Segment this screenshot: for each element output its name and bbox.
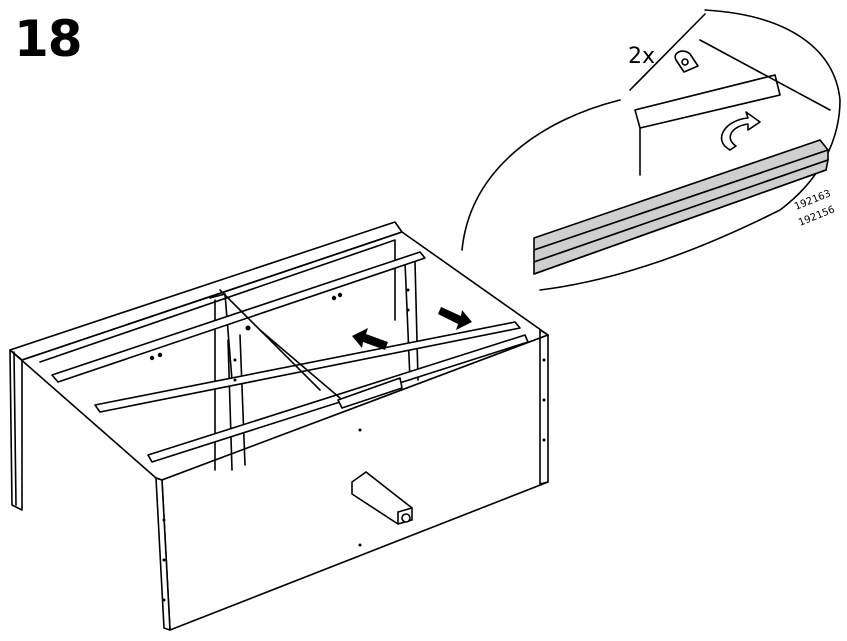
rotate-arrow-icon — [722, 112, 760, 150]
cabinet-frame — [10, 222, 548, 630]
arrow-left-icon — [352, 328, 388, 350]
arrow-right-icon — [438, 307, 472, 330]
quantity-label: 2x — [628, 44, 655, 69]
detail-rail-assembly — [534, 14, 830, 274]
